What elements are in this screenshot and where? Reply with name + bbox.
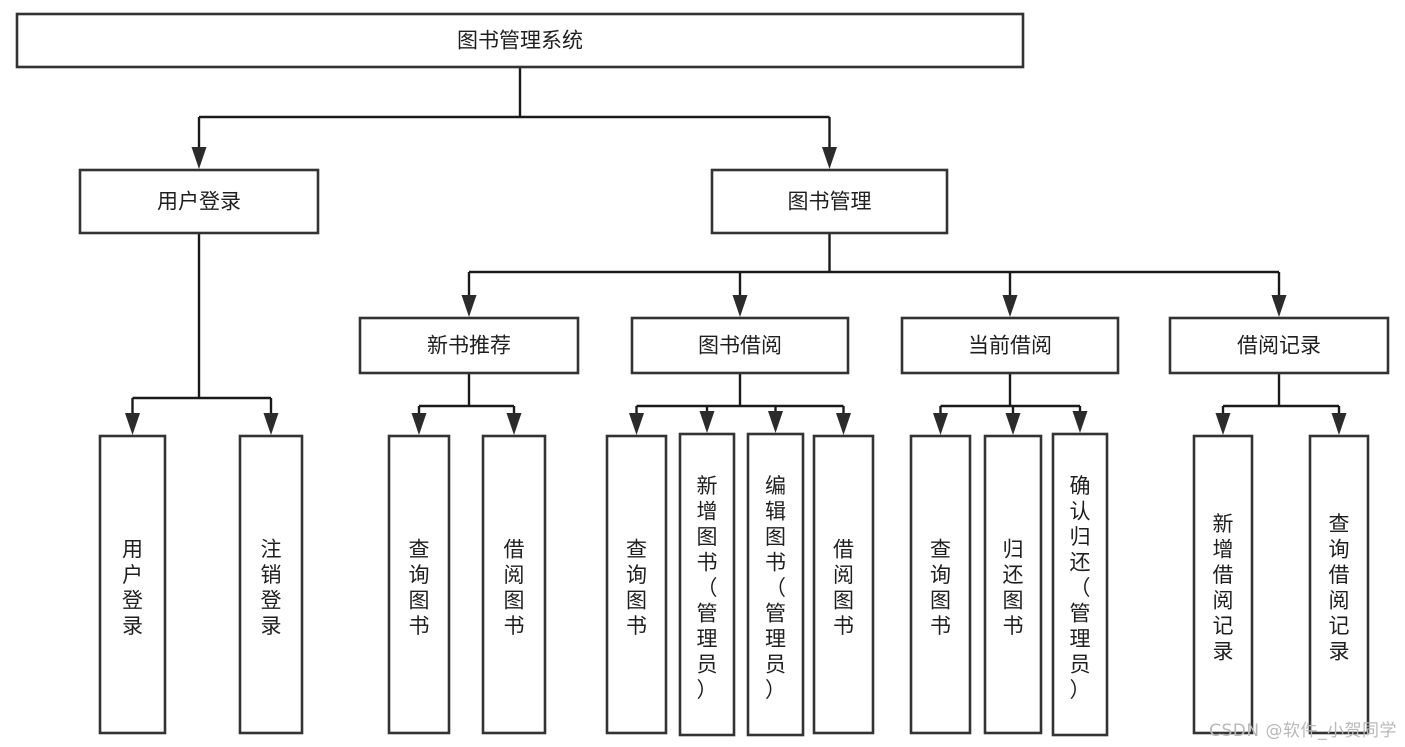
node-label-leaf-query-book-3: 查询图书 (930, 538, 951, 639)
connector-group (629, 373, 851, 435)
node-leaf-return-book[interactable]: 归还图书 (983, 434, 1043, 735)
connector-group (125, 233, 279, 435)
node-box-leaf-user-login[interactable] (98, 434, 167, 735)
node-box-leaf-query-record[interactable] (1308, 434, 1370, 735)
node-leaf-confirm-return[interactable]: 确认归还（管理员） (1051, 432, 1109, 737)
node-label-leaf-confirm-return: 确认归还（管理员） (1070, 474, 1091, 702)
node-leaf-logout[interactable]: 注销登录 (238, 434, 304, 735)
node-label-leaf-borrow-book-2: 借阅图书 (833, 538, 854, 639)
node-label-leaf-return-book: 归还图书 (1003, 538, 1024, 639)
node-borrow-record[interactable]: 借阅记录 (1168, 316, 1390, 375)
connector-group (461, 233, 1287, 317)
connector-group (1215, 373, 1347, 435)
node-box-leaf-borrow-book-1[interactable] (481, 434, 547, 735)
node-leaf-query-record[interactable]: 查询借阅记录 (1308, 434, 1370, 735)
node-box-new-book-rec[interactable] (358, 316, 580, 375)
connector-group (191, 67, 837, 169)
node-label-leaf-user-login: 用户登录 (122, 538, 143, 639)
connector-group (933, 373, 1088, 435)
node-box-leaf-borrow-book-2[interactable] (812, 434, 875, 735)
node-leaf-query-book-3[interactable]: 查询图书 (909, 434, 972, 735)
node-leaf-borrow-book-2[interactable]: 借阅图书 (812, 434, 875, 735)
node-box-root[interactable] (15, 12, 1025, 69)
node-label-new-book-rec: 新书推荐 (427, 334, 511, 358)
node-box-leaf-query-book-3[interactable] (909, 434, 972, 735)
node-label-book-manage: 图书管理 (788, 190, 872, 214)
node-label-leaf-logout: 注销登录 (261, 538, 282, 639)
node-label-leaf-add-record: 新增借阅记录 (1213, 512, 1234, 664)
node-leaf-query-book-1[interactable]: 查询图书 (387, 434, 451, 735)
node-box-book-borrow[interactable] (630, 316, 850, 375)
node-label-user-login: 用户登录 (157, 190, 241, 214)
node-leaf-add-book[interactable]: 新增图书（管理员） (678, 432, 736, 737)
node-label-leaf-borrow-book-1: 借阅图书 (504, 538, 525, 639)
node-label-book-borrow: 图书借阅 (698, 334, 782, 358)
node-leaf-query-book-2[interactable]: 查询图书 (605, 434, 668, 735)
node-label-leaf-add-book: 新增图书（管理员） (697, 474, 718, 702)
connector-layer (125, 67, 1347, 435)
node-box-leaf-return-book[interactable] (983, 434, 1043, 735)
node-user-login[interactable]: 用户登录 (78, 168, 320, 235)
node-box-current-borrow[interactable] (900, 316, 1120, 375)
node-root[interactable]: 图书管理系统 (15, 12, 1025, 69)
node-book-borrow[interactable]: 图书借阅 (630, 316, 850, 375)
node-box-leaf-add-book[interactable] (678, 432, 736, 737)
node-label-leaf-query-record: 查询借阅记录 (1329, 512, 1350, 664)
node-leaf-edit-book[interactable]: 编辑图书（管理员） (746, 432, 805, 737)
node-leaf-add-record[interactable]: 新增借阅记录 (1192, 434, 1254, 735)
node-label-current-borrow: 当前借阅 (968, 334, 1052, 358)
node-book-manage[interactable]: 图书管理 (710, 168, 949, 235)
node-label-leaf-edit-book: 编辑图书（管理员） (765, 474, 786, 702)
node-box-leaf-logout[interactable] (238, 434, 304, 735)
node-current-borrow[interactable]: 当前借阅 (900, 316, 1120, 375)
node-leaf-user-login[interactable]: 用户登录 (98, 434, 167, 735)
node-box-leaf-confirm-return[interactable] (1051, 432, 1109, 737)
node-box-leaf-query-book-1[interactable] (387, 434, 451, 735)
connector-group (411, 373, 522, 435)
node-box-book-manage[interactable] (710, 168, 949, 235)
node-label-root: 图书管理系统 (457, 29, 583, 53)
node-label-leaf-query-book-2: 查询图书 (626, 538, 647, 639)
node-label-leaf-query-book-1: 查询图书 (409, 538, 430, 639)
node-layer: 图书管理系统用户登录图书管理新书推荐图书借阅当前借阅借阅记录用户登录注销登录查询… (15, 12, 1390, 737)
node-box-leaf-query-book-2[interactable] (605, 434, 668, 735)
node-box-leaf-add-record[interactable] (1192, 434, 1254, 735)
node-new-book-rec[interactable]: 新书推荐 (358, 316, 580, 375)
node-leaf-borrow-book-1[interactable]: 借阅图书 (481, 434, 547, 735)
node-box-borrow-record[interactable] (1168, 316, 1390, 375)
node-box-user-login[interactable] (78, 168, 320, 235)
node-label-borrow-record: 借阅记录 (1237, 334, 1321, 358)
node-box-leaf-edit-book[interactable] (746, 432, 805, 737)
